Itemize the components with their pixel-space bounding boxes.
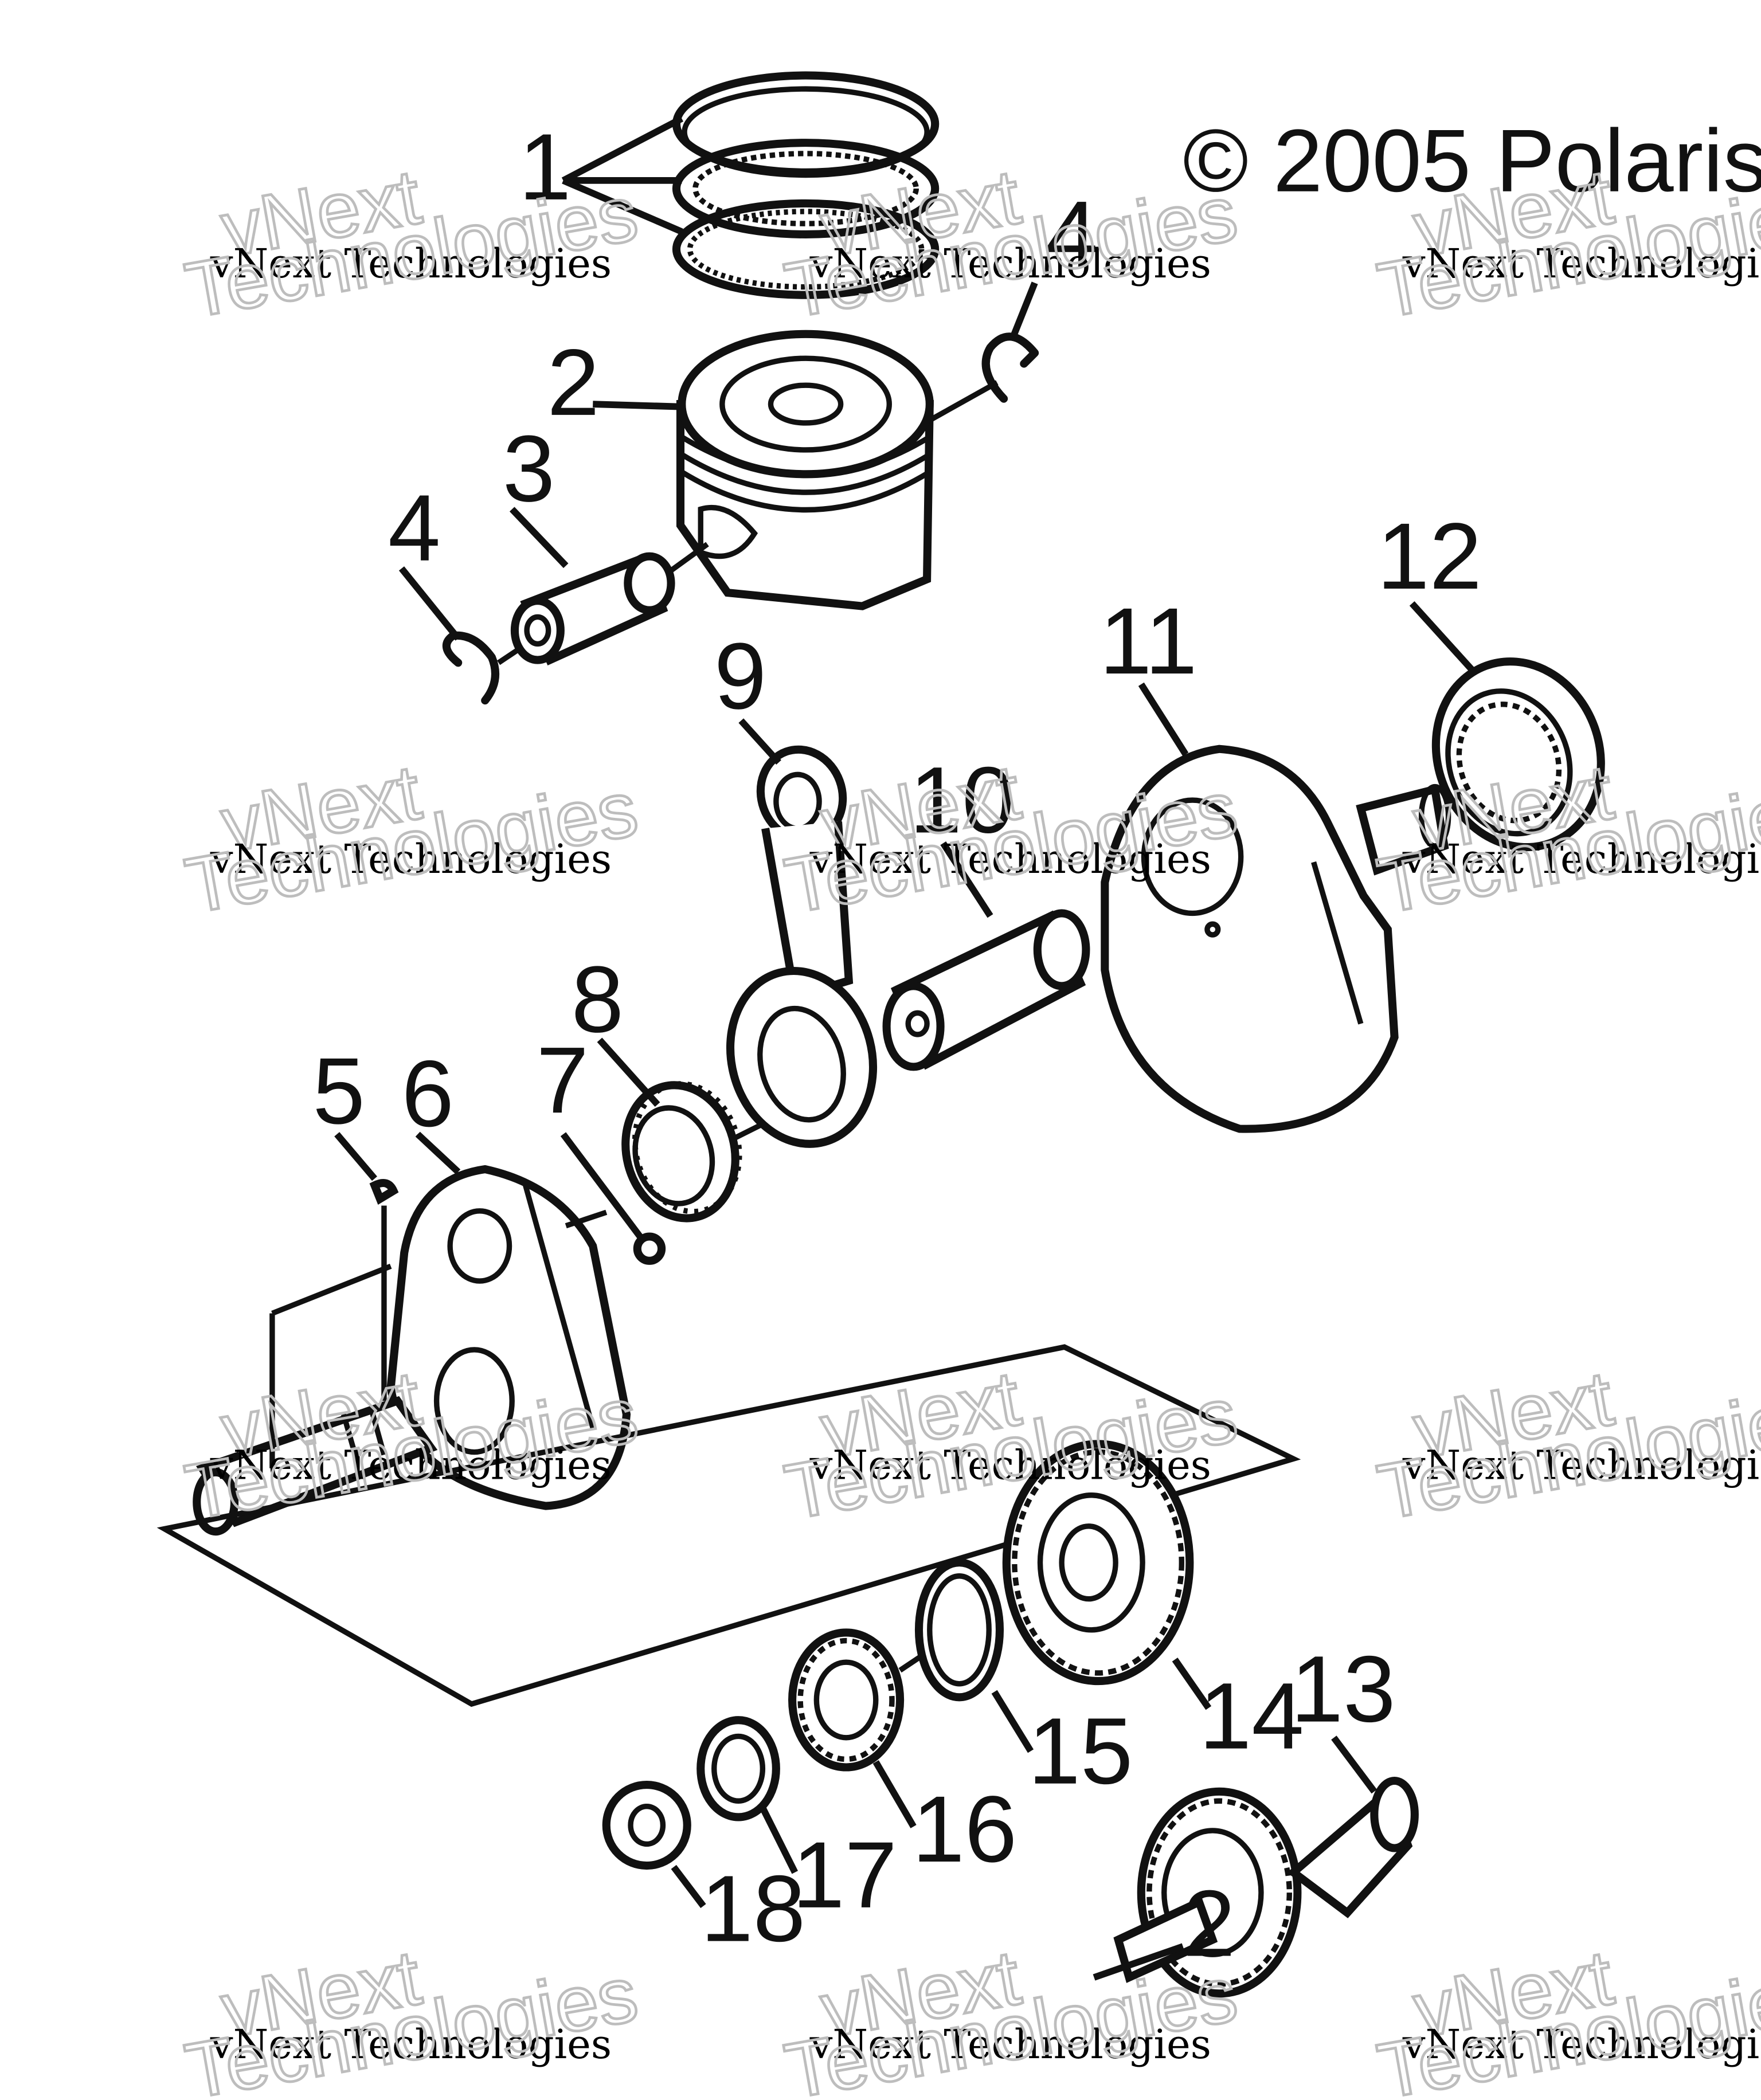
watermark: vNext vNext Technologies Technologies xyxy=(777,1932,1245,2100)
crank-pin[interactable] xyxy=(882,909,1090,1071)
callout-12: 12 xyxy=(1377,503,1482,609)
watermark: vNext vNext Technologies Technologies xyxy=(1370,747,1761,931)
watermark: vNext vNext Technologies Technologies xyxy=(178,747,645,931)
callout-4-upper: 4 xyxy=(1046,181,1098,287)
callout-2: 2 xyxy=(547,330,600,435)
timing-gear[interactable] xyxy=(788,1628,905,1772)
crank-nut[interactable] xyxy=(602,1780,691,1870)
callout-15: 15 xyxy=(1028,1698,1133,1804)
svg-text:vNext Technologies: vNext Technologies xyxy=(809,2021,1211,2068)
circlip-lower[interactable] xyxy=(442,631,500,705)
svg-text:vNext Technologies: vNext Technologies xyxy=(809,1442,1211,1489)
callout-9: 9 xyxy=(714,623,766,728)
callout-7: 7 xyxy=(537,1027,589,1133)
watermark: vNext vNext Technologies Technologies xyxy=(1370,1353,1761,1537)
callout-4-lower: 4 xyxy=(388,475,441,581)
connecting-rod[interactable] xyxy=(711,738,892,1160)
assembly-outline xyxy=(156,1344,1301,1707)
svg-text:vNext Technologies: vNext Technologies xyxy=(1402,240,1761,287)
lock-washer[interactable] xyxy=(696,1716,780,1821)
watermark: vNext vNext Technologies Technologies xyxy=(1370,1932,1761,2100)
callout-14: 14 xyxy=(1199,1663,1304,1769)
callout-2-balance: 2 xyxy=(1183,1871,1235,1976)
woodruff-key[interactable] xyxy=(369,1178,399,1205)
svg-text:vNext Technologies: vNext Technologies xyxy=(1402,836,1761,883)
crankshaft-half-left[interactable] xyxy=(193,1165,631,1536)
callout-10: 10 xyxy=(910,747,1015,852)
needle-bearing[interactable] xyxy=(611,1072,753,1231)
svg-text:vNext Technologies: vNext Technologies xyxy=(210,2021,612,2068)
crankshaft-half-right[interactable] xyxy=(1101,745,1451,1133)
balance-shaft[interactable] xyxy=(1113,1776,1419,1998)
callout-16: 16 xyxy=(912,1776,1017,1882)
piston[interactable] xyxy=(676,330,934,610)
svg-text:vNext Technologies: vNext Technologies xyxy=(210,836,612,883)
watermark: vNext vNext Technologies Technologies xyxy=(178,1932,645,2100)
wrist-pin[interactable] xyxy=(510,552,675,665)
callout-5: 5 xyxy=(312,1038,365,1143)
locating-ball[interactable] xyxy=(633,1232,666,1265)
callout-3: 3 xyxy=(503,416,555,521)
svg-text:vNext Technologies: vNext Technologies xyxy=(1402,2021,1761,2068)
callout-18: 18 xyxy=(701,1856,805,1961)
svg-text:vNext Technologies: vNext Technologies xyxy=(210,240,612,287)
callout-17: 17 xyxy=(792,1822,897,1927)
callout-8: 8 xyxy=(572,946,624,1052)
callout-13: 13 xyxy=(1291,1636,1396,1742)
watermarks: vNext vNext Technologies Technologies vN… xyxy=(178,151,1761,2100)
callout-1: 1 xyxy=(519,114,572,220)
callout-11: 11 xyxy=(1099,588,1198,694)
watermark: vNext vNext Technologies Technologies xyxy=(178,1353,645,1537)
callout-6: 6 xyxy=(401,1041,454,1146)
svg-text:vNext Technologies: vNext Technologies xyxy=(809,836,1211,883)
copyright-text: © 2005 Polaris Sales Inc. xyxy=(1183,111,1761,210)
thrust-washer[interactable] xyxy=(914,1558,1004,1702)
drive-gear[interactable] xyxy=(1002,1440,1194,1686)
circlip-upper[interactable] xyxy=(981,332,1039,403)
svg-text:vNext Technologies: vNext Technologies xyxy=(1402,1442,1761,1489)
watermark: vNext vNext Technologies Technologies xyxy=(178,151,645,335)
watermark: vNext vNext Technologies Technologies xyxy=(777,151,1245,335)
main-bearing-right[interactable] xyxy=(1410,638,1627,871)
callout-labels: 1 2 3 4 4 5 6 7 8 9 10 11 12 13 14 15 16… xyxy=(312,114,1482,1976)
svg-text:vNext Technologies: vNext Technologies xyxy=(809,240,1211,287)
svg-text:vNext Technologies: vNext Technologies xyxy=(210,1442,612,1489)
